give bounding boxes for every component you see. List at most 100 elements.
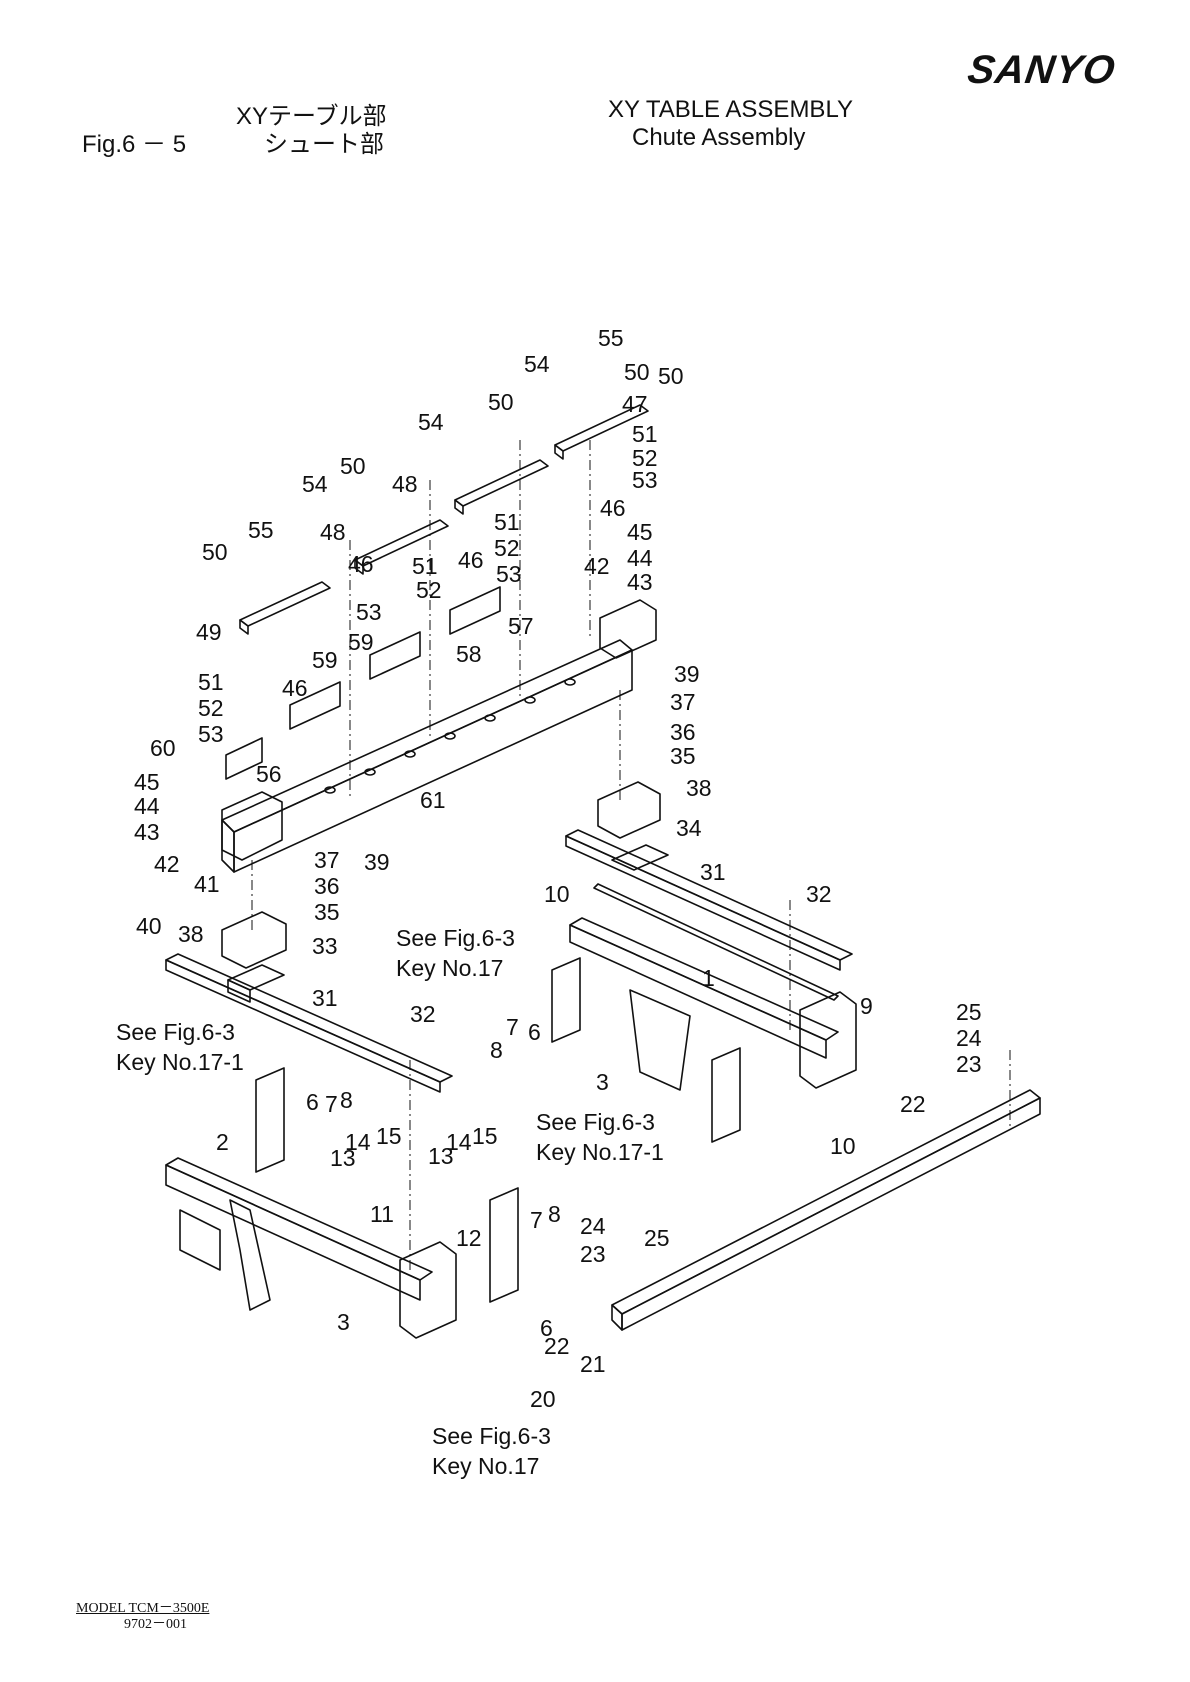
callout-55: 55 [248, 517, 274, 543]
callout-47: 47 [622, 391, 648, 417]
callout-33: 33 [312, 933, 338, 959]
callout-35: 35 [314, 899, 340, 925]
callout-61: 61 [420, 787, 446, 813]
end-block-right [599, 599, 657, 659]
linear-guide-right [565, 829, 853, 971]
slider-block-right [597, 781, 661, 839]
callout-39: 39 [674, 661, 700, 687]
callout-39: 39 [364, 849, 390, 875]
callout-46: 46 [282, 675, 308, 701]
callout-40: 40 [136, 913, 162, 939]
reference-figure: See Fig.6-3 [536, 1109, 655, 1135]
callout-38: 38 [686, 775, 712, 801]
model-number: MODEL TCM－3500E [76, 1601, 210, 1616]
callout-10: 10 [544, 881, 570, 907]
callout-20: 20 [530, 1386, 556, 1412]
callout-44: 44 [627, 545, 653, 571]
callout-7: 7 [506, 1014, 519, 1040]
callout-36: 36 [670, 719, 696, 745]
callout-6: 6 [528, 1019, 541, 1045]
callout-53: 53 [356, 599, 382, 625]
callout-24: 24 [956, 1025, 982, 1051]
callout-60: 60 [150, 735, 176, 761]
japanese-subtitle: シュート部 [264, 131, 384, 158]
right-frame [569, 917, 857, 1091]
callout-37: 37 [314, 847, 340, 873]
callout-36: 36 [314, 873, 340, 899]
callout-2: 2 [216, 1129, 229, 1155]
callout-44: 44 [134, 793, 160, 819]
callout-57: 57 [508, 613, 534, 639]
reference-key: Key No.17-1 [536, 1139, 664, 1165]
callout-9: 9 [860, 993, 873, 1019]
chute-blocks [255, 957, 741, 1303]
reference-key: Key No.17 [432, 1453, 539, 1479]
callout-15: 15 [472, 1123, 498, 1149]
callout-52: 52 [416, 577, 442, 603]
callout-51: 51 [632, 421, 658, 447]
callout-7: 7 [325, 1091, 338, 1117]
assembly-drawing [165, 404, 1041, 1339]
callout-52: 52 [198, 695, 224, 721]
callout-52: 52 [494, 535, 520, 561]
callout-45: 45 [627, 519, 653, 545]
callout-21: 21 [580, 1351, 606, 1377]
callout-23: 23 [580, 1241, 606, 1267]
callout-59: 59 [348, 629, 374, 655]
callout-50: 50 [202, 539, 228, 565]
callout-49: 49 [196, 619, 222, 645]
callout-51: 51 [412, 553, 438, 579]
reference-figure: See Fig.6-3 [396, 925, 515, 951]
callout-58: 58 [456, 641, 482, 667]
callout-11: 11 [370, 1201, 394, 1227]
callout-13: 13 [428, 1143, 454, 1169]
callout-42: 42 [584, 553, 610, 579]
callout-48: 48 [392, 471, 418, 497]
slider-block-left [221, 911, 287, 969]
callout-53: 53 [198, 721, 224, 747]
alignment-lines [251, 440, 1011, 1270]
callout-50: 50 [658, 363, 684, 389]
callout-54: 54 [524, 351, 550, 377]
callout-22: 22 [900, 1091, 926, 1117]
callout-7: 7 [530, 1207, 543, 1233]
callout-3: 3 [596, 1069, 609, 1095]
callout-43: 43 [627, 569, 653, 595]
callout-31: 31 [700, 859, 726, 885]
callout-54: 54 [418, 409, 444, 435]
stopper-plates [225, 586, 501, 780]
shaft [593, 883, 839, 1001]
callout-46: 46 [458, 547, 484, 573]
callout-59: 59 [312, 647, 338, 673]
left-frame [165, 1157, 457, 1339]
callout-45: 45 [134, 769, 160, 795]
callout-3: 3 [337, 1309, 350, 1335]
callout-53: 53 [496, 561, 522, 587]
callout-53: 53 [632, 467, 658, 493]
reference-key: Key No.17 [396, 955, 503, 981]
english-subtitle: Chute Assembly [632, 124, 806, 151]
callout-31: 31 [312, 985, 338, 1011]
callout-24: 24 [580, 1213, 606, 1239]
callout-25: 25 [644, 1225, 670, 1251]
figure-label: Fig.6 － 5 [82, 131, 187, 158]
callout-14: 14 [345, 1129, 371, 1155]
reference-figure: See Fig.6-3 [432, 1423, 551, 1449]
callout-6: 6 [306, 1089, 319, 1115]
callout-23: 23 [956, 1051, 982, 1077]
callout-46: 46 [348, 551, 374, 577]
callout-14: 14 [446, 1129, 472, 1155]
callout-22: 22 [544, 1333, 570, 1359]
callout-35: 35 [670, 743, 696, 769]
callout-37: 37 [670, 689, 696, 715]
callout-8: 8 [340, 1087, 353, 1113]
callout-46: 46 [600, 495, 626, 521]
chute-guides [239, 404, 649, 635]
callout-41: 41 [194, 871, 220, 897]
english-title: XY TABLE ASSEMBLY [608, 96, 854, 123]
callout-38: 38 [178, 921, 204, 947]
